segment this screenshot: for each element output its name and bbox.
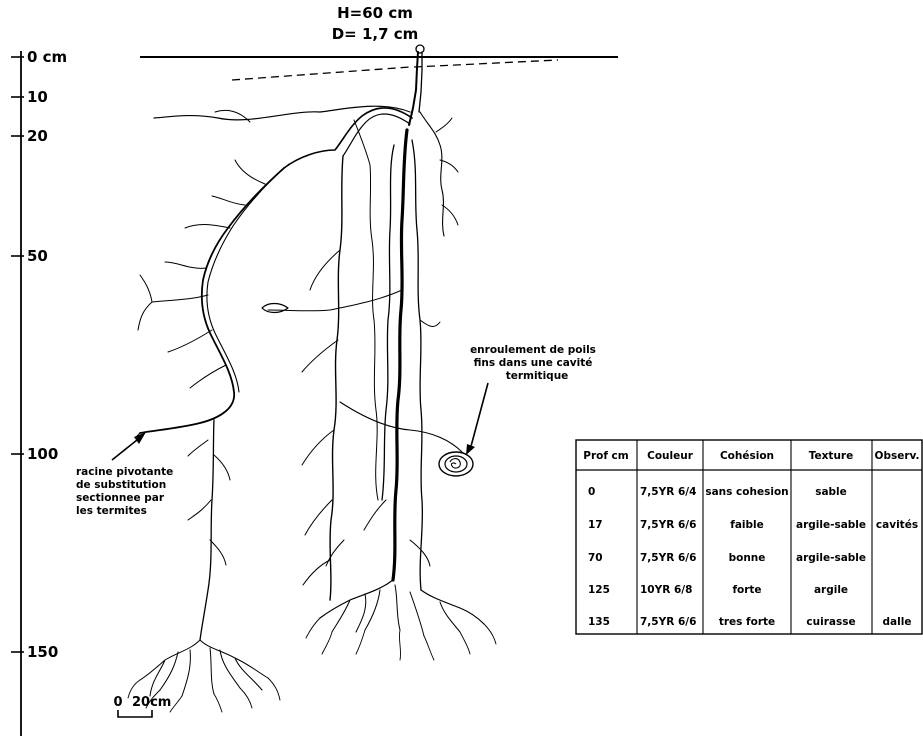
table-cell: argile-sable — [796, 519, 866, 531]
table-cell: 70 — [588, 552, 603, 564]
taproot-note-line1: racine pivotante — [76, 466, 173, 478]
table-cell: bonne — [729, 552, 766, 564]
depth-label-0: 0 cm — [27, 48, 67, 66]
cavity-note-line3: termitique — [506, 370, 569, 382]
table-cell: 7,5YR 6/6 — [640, 552, 696, 564]
diameter-label: D= 1,7 cm — [332, 25, 419, 43]
termite-cavity — [439, 383, 488, 476]
table-cell: faible — [730, 519, 764, 531]
table-cell: cuirasse — [806, 616, 855, 628]
table-header-texture: Texture — [809, 450, 853, 462]
taproot-note-line2: de substitution — [76, 479, 166, 491]
depth-label-20: 20 — [27, 127, 48, 145]
depth-label-50: 50 — [27, 247, 48, 265]
table-cell: argile — [814, 584, 848, 596]
table-cell: 17 — [588, 519, 603, 531]
depth-scale: 0 cm 10 20 50 100 150 — [11, 48, 67, 736]
table-cell: cavités — [876, 519, 918, 531]
table-header-prof: Prof cm — [583, 450, 629, 462]
table-cell: 7,5YR 6/4 — [640, 486, 696, 498]
table-cell: sans cohesion — [705, 486, 788, 498]
table-cell: 7,5YR 6/6 — [640, 616, 696, 628]
depth-label-150: 150 — [27, 643, 58, 661]
table-cell: 0 — [588, 486, 595, 498]
soil-table-border — [576, 440, 922, 634]
root-system — [128, 45, 496, 712]
cavity-note-line1: enroulement de poils — [470, 344, 596, 356]
table-header-cohesion: Cohésion — [720, 450, 774, 462]
table-cell: tres forte — [719, 616, 775, 628]
table-cell: 135 — [588, 616, 610, 628]
table-cell: 125 — [588, 584, 610, 596]
table-cell: 7,5YR 6/6 — [640, 519, 696, 531]
height-label: H=60 cm — [337, 4, 413, 22]
table-cell: forte — [732, 584, 761, 596]
taproot-note-line3: sectionnee par — [76, 492, 165, 504]
scale-bar-zero: 0 — [113, 695, 122, 710]
table-cell: sable — [815, 486, 847, 498]
scale-bar-line — [118, 710, 152, 717]
soil-table: Prof cm Couleur Cohésion Texture Observ.… — [576, 440, 922, 634]
table-cell: argile-sable — [796, 552, 866, 564]
table-cell: 10YR 6/8 — [640, 584, 692, 596]
table-header-couleur: Couleur — [647, 450, 694, 462]
table-header-observ: Observ. — [875, 450, 920, 462]
depth-label-100: 100 — [27, 445, 58, 463]
depth-label-10: 10 — [27, 88, 48, 106]
cavity-arrow — [470, 383, 488, 450]
soil-horizon-dashed-line — [232, 60, 558, 80]
cavity-note-line2: fins dans une cavité — [474, 357, 593, 369]
table-cell: dalle — [883, 616, 912, 628]
scale-bar-length: 20cm — [132, 695, 171, 710]
taproot-note-line4: les termites — [76, 505, 147, 517]
